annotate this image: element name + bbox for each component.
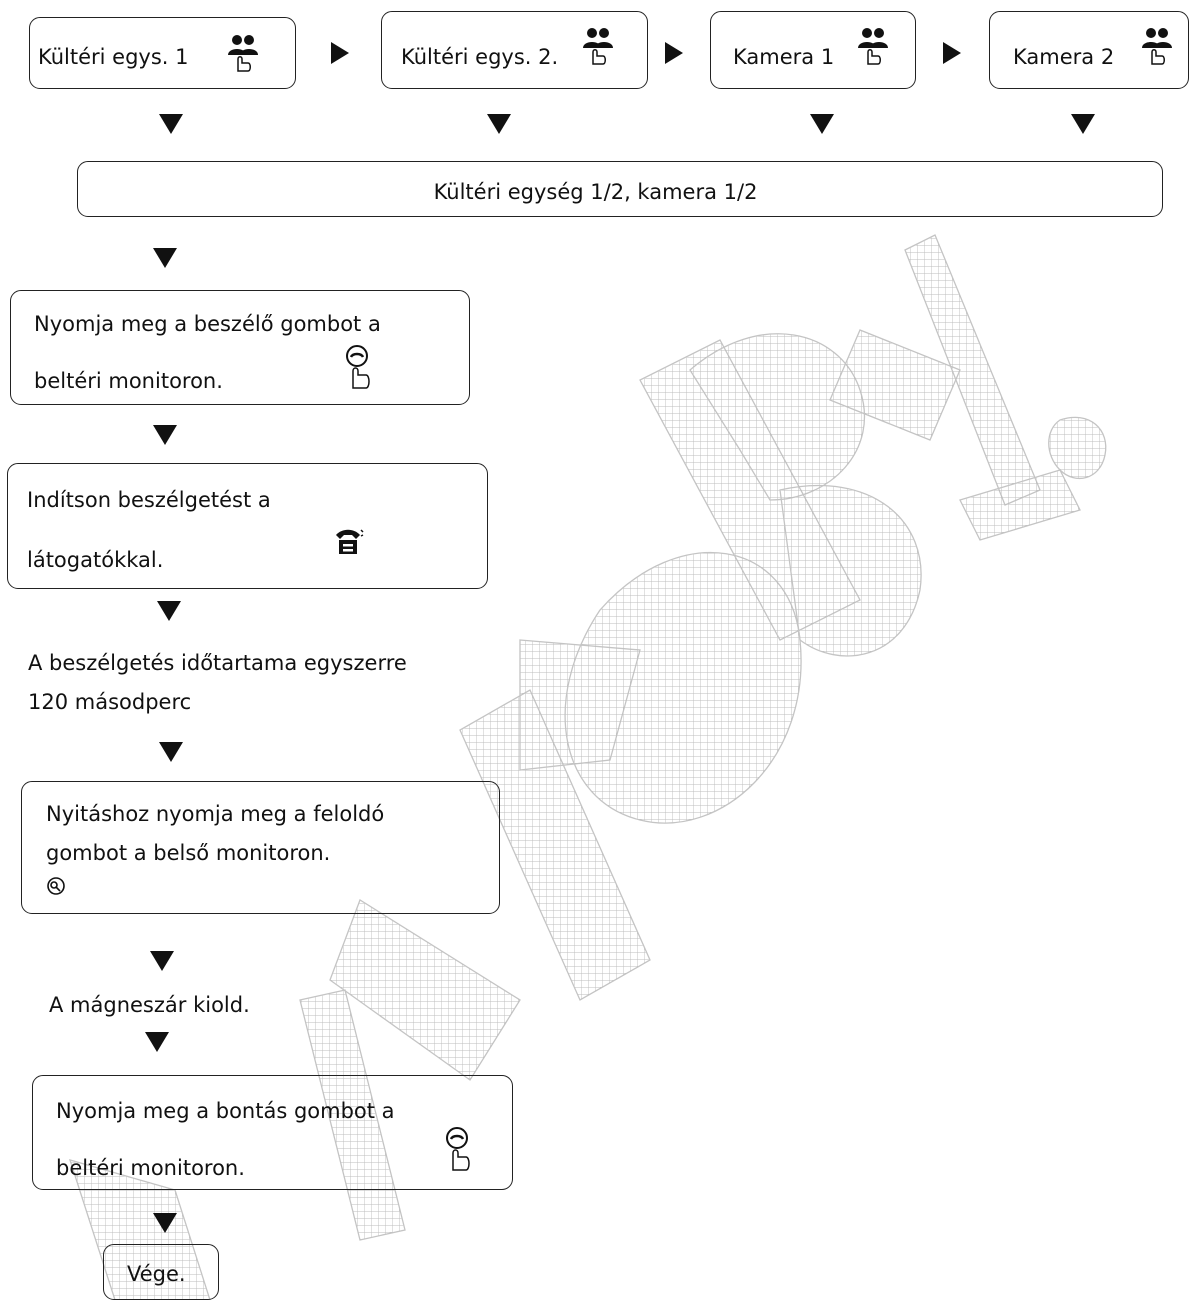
start-call-step-line1: Indítson beszélgetést a [27,488,271,512]
talk-button-hand-icon [344,344,374,394]
camera-2-label: Kamera 2 [1013,45,1115,69]
outdoor-unit-1-box [29,17,296,89]
arrow-down-7 [157,601,181,621]
hangup-button-hand-icon [444,1126,474,1176]
telephone-icon [334,527,364,561]
arrow-down-10 [145,1032,169,1052]
arrow-down-8 [159,742,183,762]
camera-1-label: Kamera 1 [733,45,835,69]
outdoor-unit-2-box [381,11,648,89]
end-label: Vége. [127,1262,186,1286]
arrow-down-3 [810,114,834,134]
combined-box [77,161,1163,217]
hangup-step-line2: beltéri monitoron. [56,1156,245,1180]
arrow-down-4 [1071,114,1095,134]
unlock-key-icon [46,876,66,900]
unlock-step-line1: Nyitáshoz nyomja meg a feloldó [46,802,385,826]
combined-label: Kültéri egység 1/2, kamera 1/2 [433,180,758,204]
start-call-step-line2: látogatókkal. [27,548,164,572]
unlock-step-box [21,781,500,914]
arrow-down-9 [150,951,174,971]
outdoor-unit-2-label: Kültéri egys. 2. [401,45,559,69]
unlock-step-line2: gombot a belső monitoron. [46,841,331,865]
outdoor-unit-1-label: Kültéri egys. 1 [38,45,189,69]
arrow-down-11 [153,1213,177,1233]
arrow-down-1 [159,114,183,134]
talk-button-step-line1: Nyomja meg a beszélő gombot a [34,312,381,336]
talk-button-step-line2: beltéri monitoron. [34,369,223,393]
duration-line1: A beszélgetés időtartama egyszerre [28,651,407,675]
arrow-down-2 [487,114,511,134]
arrow-right-3 [943,42,961,64]
duration-line2: 120 másodperc [28,690,192,714]
people-hand-icon [1140,26,1174,70]
camera-1-box [710,11,916,89]
camera-2-box [989,11,1189,89]
arrow-down-6 [153,425,177,445]
hangup-step-line1: Nyomja meg a bontás gombot a [56,1099,395,1123]
hangup-step-box [32,1075,513,1190]
people-hand-icon [581,26,615,70]
arrow-right-2 [665,42,683,64]
people-hand-icon [226,33,260,77]
lock-release-text: A mágneszár kiold. [49,993,250,1017]
talk-button-step-box [10,290,470,405]
arrow-right-1 [331,42,349,64]
start-call-step-box [7,463,488,589]
people-hand-icon [856,26,890,70]
arrow-down-5 [153,248,177,268]
